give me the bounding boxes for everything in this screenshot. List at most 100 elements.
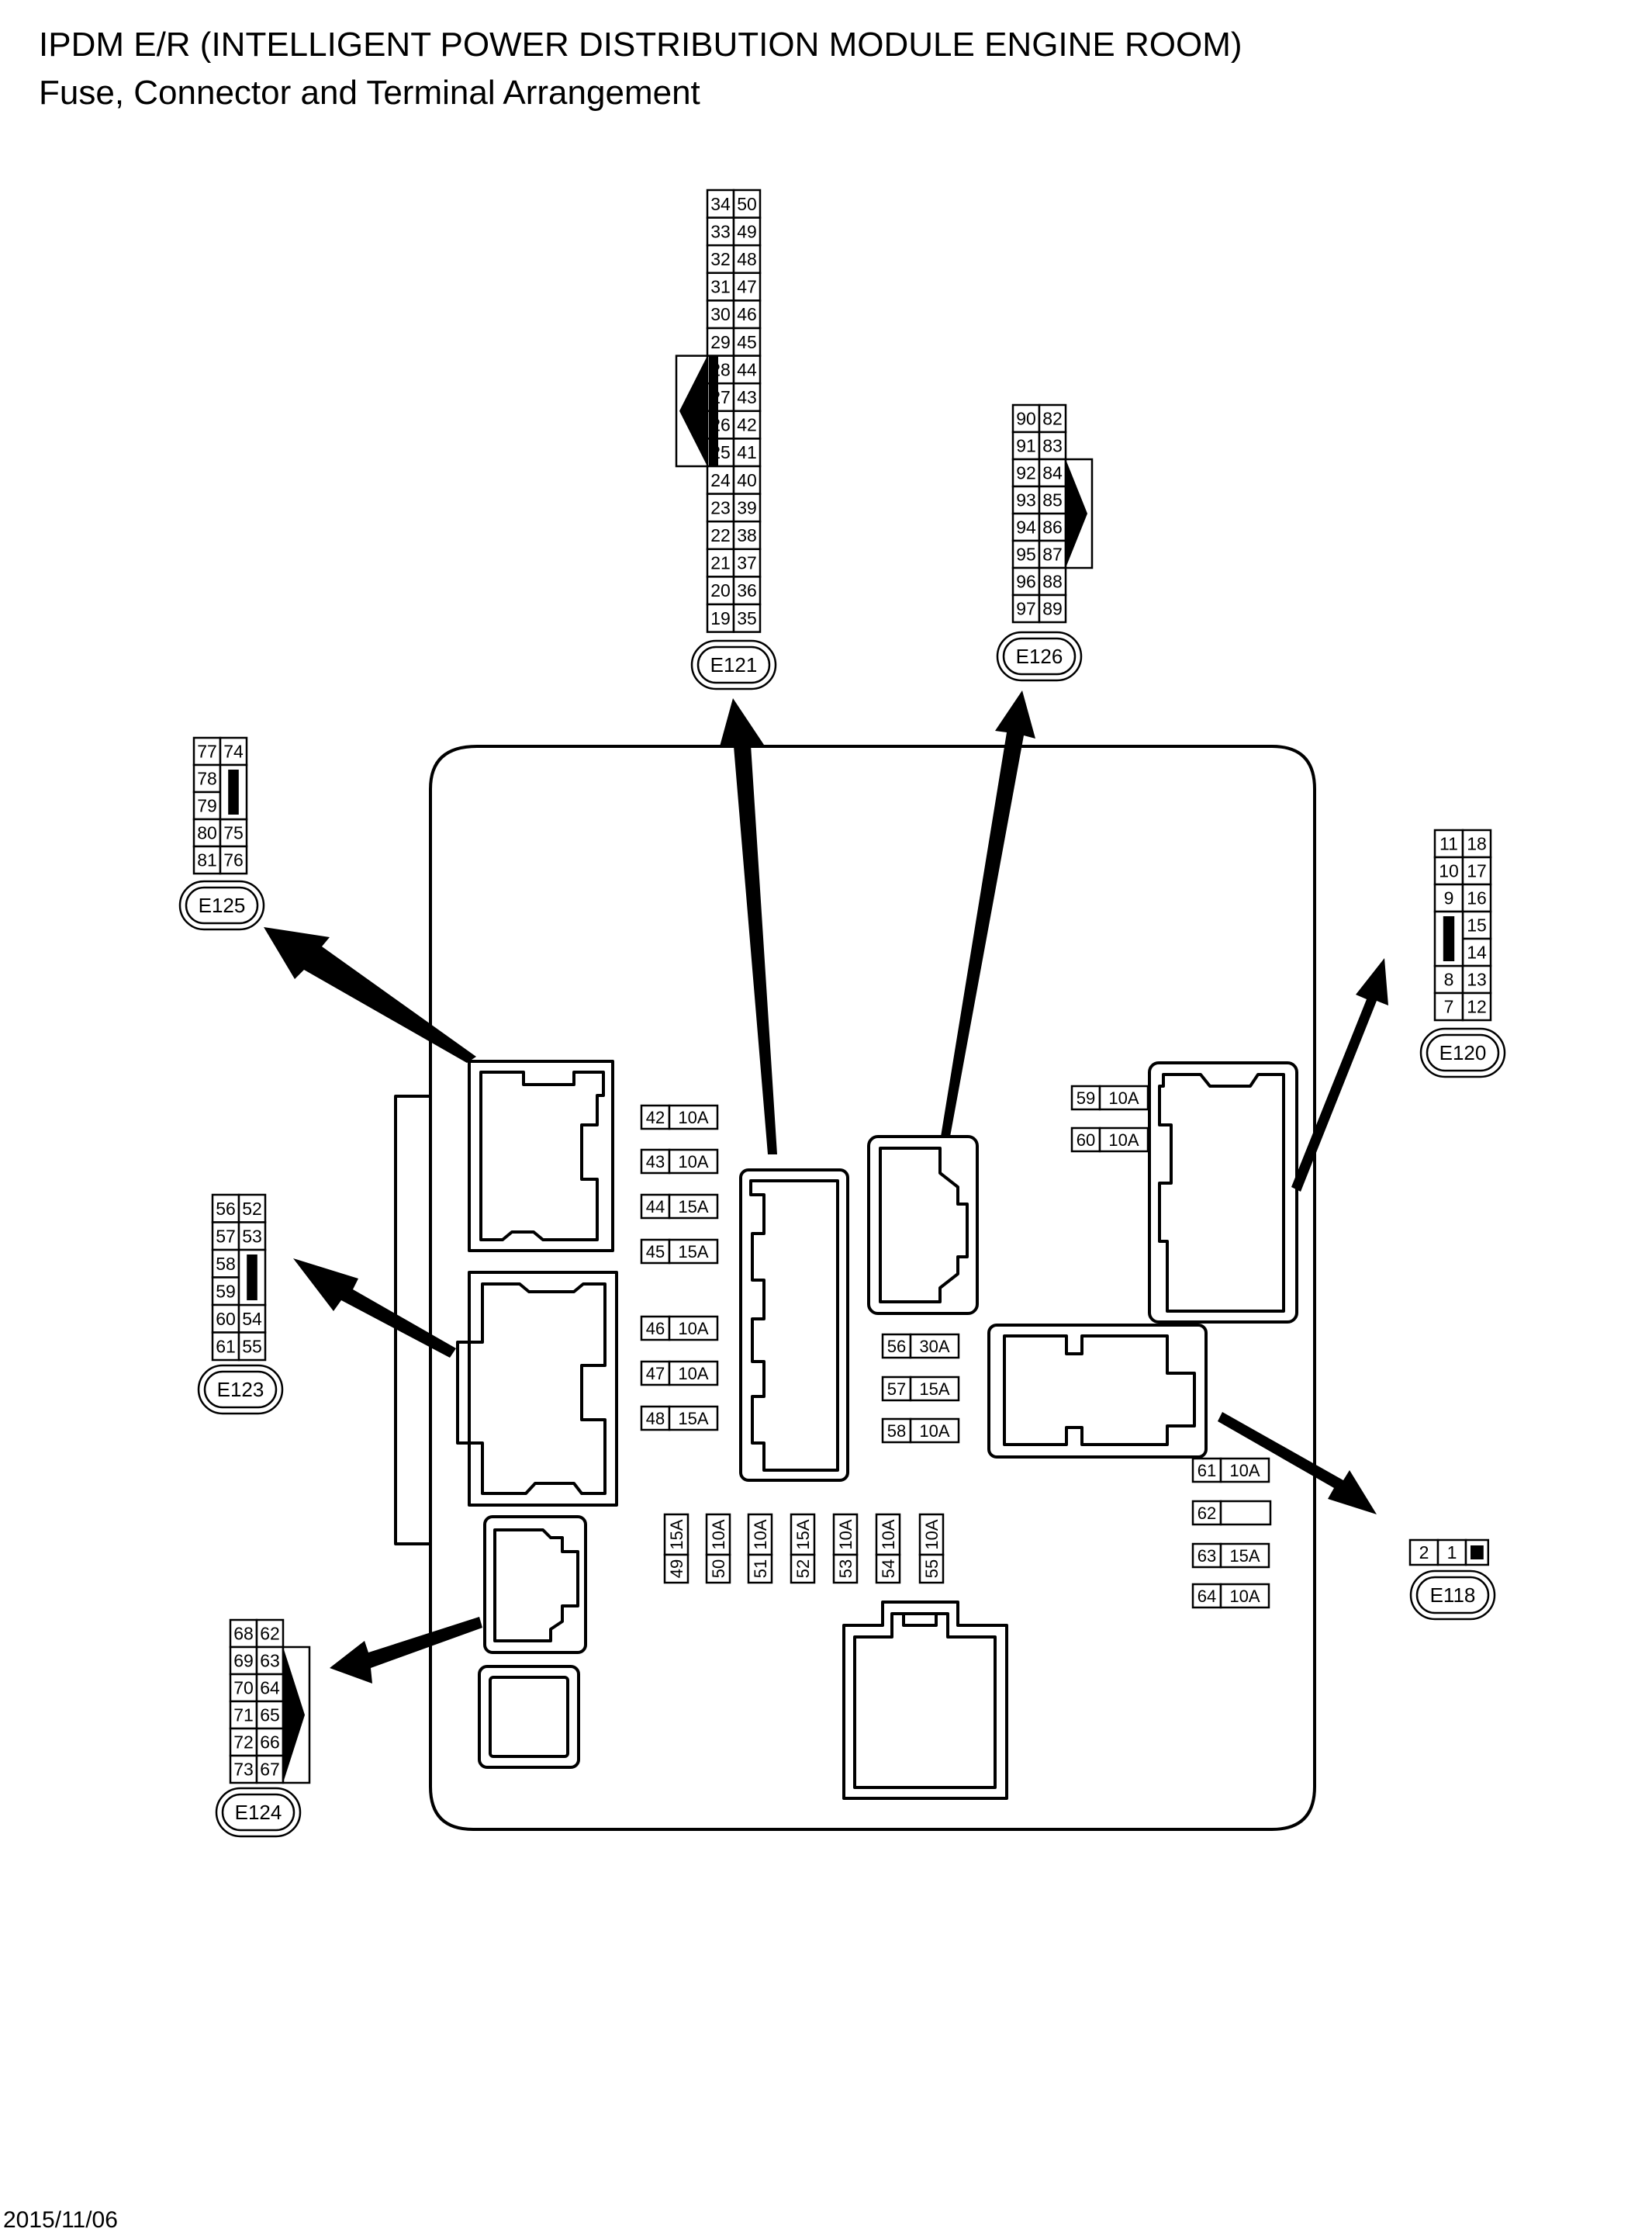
- terminal-cell: [732, 493, 762, 523]
- terminal-cell: [1011, 431, 1041, 461]
- locking-tab-icon: [1443, 916, 1455, 961]
- terminal-number: 97: [1016, 599, 1036, 619]
- connector-housing-e120: [1148, 1061, 1298, 1324]
- terminal-cell: [255, 1700, 285, 1730]
- connector-id-label: E126: [1016, 645, 1063, 668]
- terminal-number: 87: [1042, 545, 1063, 565]
- terminal-number: 59: [216, 1281, 236, 1301]
- terminal-number: 65: [260, 1705, 280, 1725]
- fuse-52: 15A 52: [790, 1513, 816, 1584]
- connector-id-label: E125: [199, 894, 246, 917]
- fuse-rating: 15A: [678, 1242, 708, 1261]
- terminal-cell: [192, 818, 222, 848]
- module-body: [394, 745, 1316, 1831]
- terminal-number: 30: [710, 304, 731, 324]
- fuse-number: 46: [646, 1319, 665, 1338]
- fuse-rating: 15A: [1229, 1546, 1260, 1566]
- terminal-cell: [732, 438, 762, 468]
- terminal-number: 52: [242, 1199, 262, 1219]
- locking-tab-icon: [228, 770, 239, 815]
- terminal-number: 20: [710, 580, 731, 600]
- terminal-cell: [192, 845, 222, 875]
- terminal-number: 36: [737, 580, 757, 600]
- fuse-rating: 10A: [678, 1319, 708, 1338]
- terminal-number: 18: [1467, 834, 1487, 854]
- terminal-number: 90: [1016, 409, 1036, 429]
- terminal-number: 95: [1016, 545, 1036, 565]
- fuse-number: 60: [1077, 1130, 1095, 1150]
- fuse-number: 55: [922, 1559, 942, 1578]
- terminal-cell: [1436, 1538, 1467, 1566]
- terminal-cell: [1011, 403, 1041, 434]
- terminal-number: 16: [1467, 888, 1487, 908]
- fuse-number: 52: [793, 1559, 813, 1578]
- terminal-number: 84: [1042, 463, 1063, 483]
- terminal-number: 76: [223, 850, 244, 870]
- fuse-number: 61: [1198, 1461, 1216, 1480]
- terminal-number: 57: [216, 1226, 236, 1246]
- terminal-number: 85: [1042, 490, 1063, 510]
- fuse-rating: 15A: [793, 1519, 813, 1549]
- terminal-cell: [732, 465, 762, 495]
- fuse-number: 50: [709, 1559, 728, 1578]
- terminal-number: 21: [710, 553, 731, 573]
- terminal-number: 91: [1016, 436, 1036, 456]
- terminal-cell: [211, 1276, 240, 1306]
- callout-arrows: [264, 690, 1388, 1684]
- terminal-number: 72: [233, 1732, 254, 1753]
- terminal-number: 34: [710, 194, 731, 214]
- terminal-number: 66: [260, 1732, 280, 1753]
- terminal-number: 54: [242, 1309, 262, 1329]
- terminal-cell: [1038, 458, 1067, 488]
- terminal-cell: [732, 576, 762, 606]
- terminal-cell: [237, 1331, 267, 1362]
- connector-id-label: E120: [1439, 1041, 1487, 1064]
- fuse-rating: 10A: [879, 1519, 898, 1549]
- terminal-number: 64: [260, 1678, 280, 1698]
- lock-wedge-icon: [283, 1647, 305, 1783]
- terminal-number: 9: [1444, 888, 1454, 908]
- terminal-number: 2: [1419, 1542, 1429, 1562]
- terminal-number: 1: [1447, 1542, 1457, 1562]
- terminal-cell: [255, 1646, 285, 1676]
- terminal-number: 94: [1016, 517, 1036, 538]
- terminal-number: 35: [737, 608, 757, 628]
- arrow-e123: [293, 1258, 456, 1358]
- terminal-number: 43: [737, 387, 757, 407]
- fuse-number: 58: [887, 1421, 906, 1441]
- terminal-number: 96: [1016, 572, 1036, 592]
- terminal-number: 7: [1444, 997, 1454, 1017]
- terminal-number: 42: [737, 415, 757, 435]
- fuse-rating: 15A: [919, 1379, 949, 1399]
- terminal-number: 37: [737, 553, 757, 573]
- terminal-number: 56: [216, 1199, 236, 1219]
- fuse-rating: 30A: [919, 1337, 949, 1356]
- date-stamp: 2015/11/06: [3, 2207, 118, 2233]
- fuse-rating: 10A: [1108, 1088, 1139, 1108]
- fuse-number: 49: [667, 1559, 686, 1578]
- module-housing: [394, 745, 1316, 1831]
- terminal-number: 82: [1042, 409, 1063, 429]
- terminal-number: 67: [260, 1760, 280, 1780]
- fuse-rating: 15A: [678, 1409, 708, 1428]
- terminal-number: 33: [710, 221, 731, 241]
- terminal-number: 10: [1439, 861, 1459, 881]
- terminal-number: 31: [710, 277, 731, 297]
- terminal-cell: [237, 1221, 267, 1251]
- terminal-cell: [219, 845, 248, 875]
- fuse-number: 54: [879, 1559, 898, 1578]
- fuse-rating: 10A: [1229, 1587, 1260, 1606]
- terminal-number: 77: [197, 742, 217, 762]
